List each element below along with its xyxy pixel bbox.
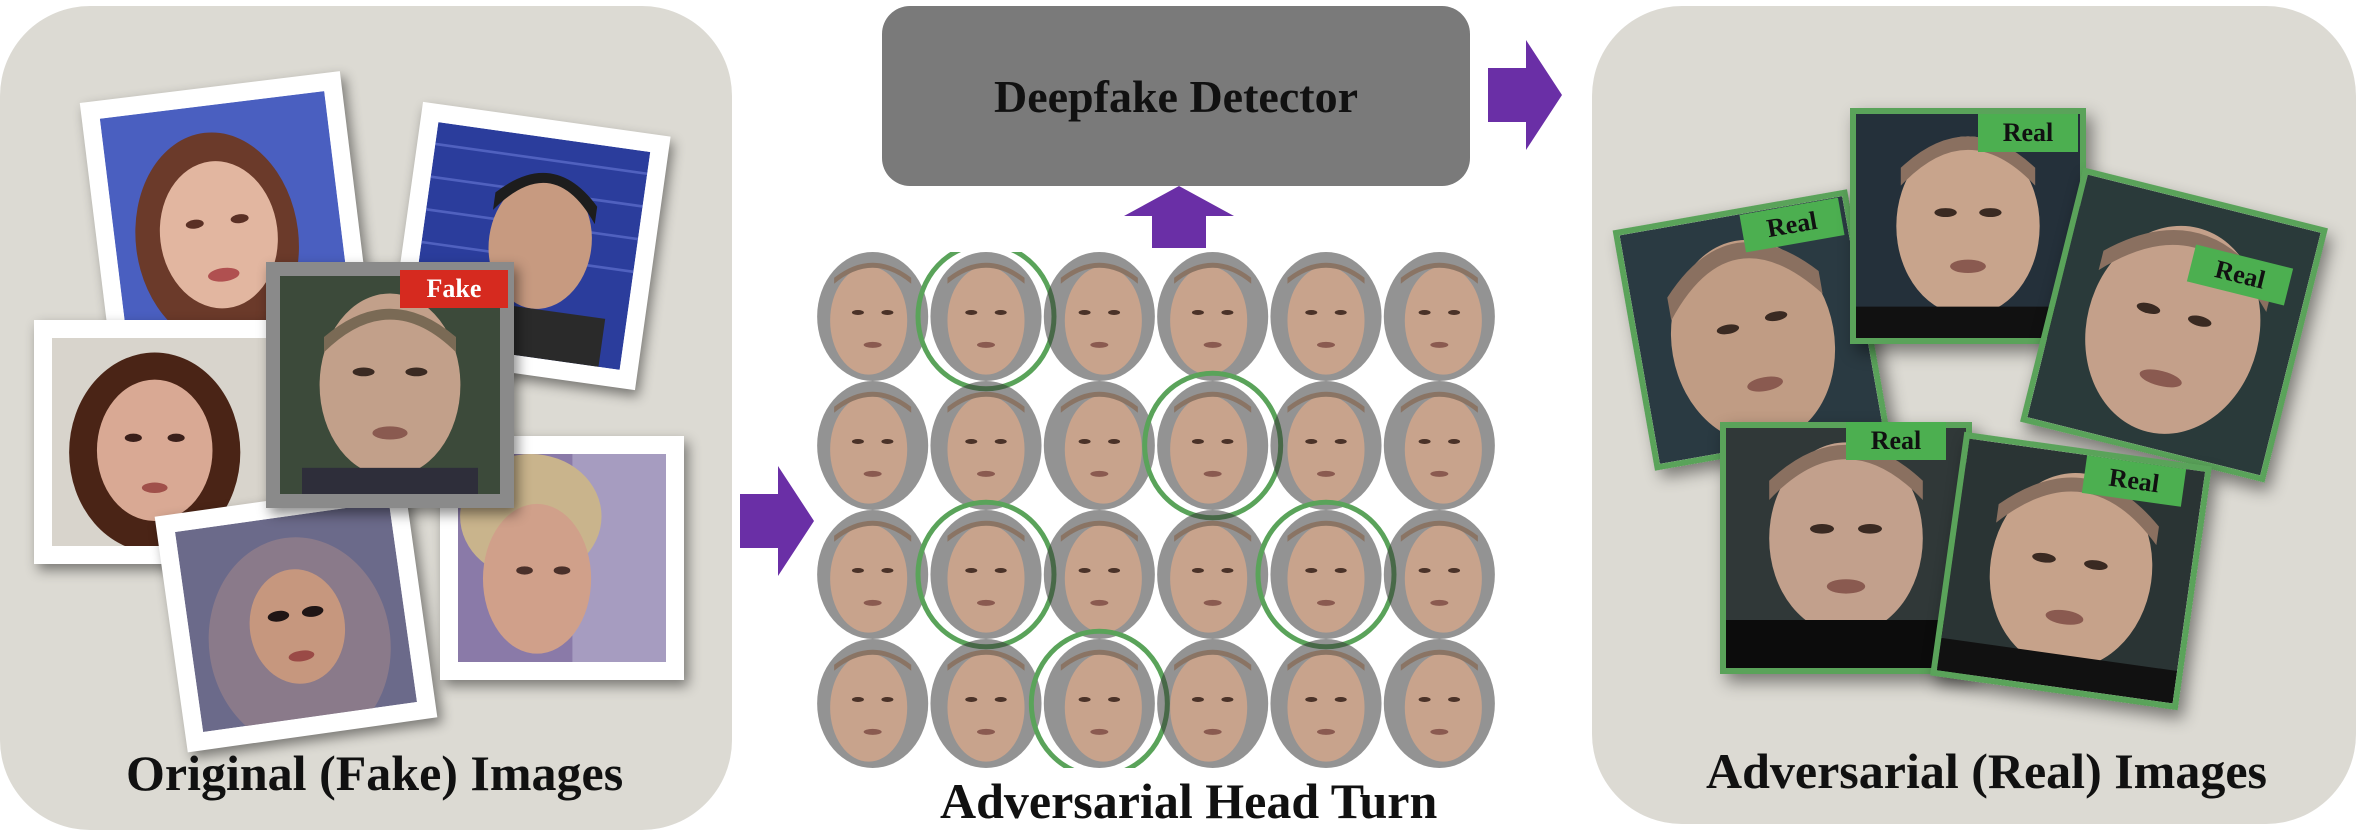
head-cell	[1157, 510, 1269, 639]
head-turn-grid	[817, 252, 1495, 768]
head-cell	[930, 381, 1042, 510]
real-tag-4: Real	[1846, 422, 1946, 460]
real-photo-1	[1612, 189, 1890, 471]
head-cell	[1270, 381, 1382, 510]
arrow-to-detector	[1124, 186, 1234, 248]
head-cell	[1043, 510, 1155, 639]
head-cell	[817, 510, 929, 639]
middle-caption: Adversarial Head Turn	[940, 773, 1438, 829]
fake-photo-5	[440, 436, 684, 680]
head-cell	[930, 510, 1042, 639]
head-cell	[817, 381, 929, 510]
head-cell	[1043, 639, 1155, 768]
head-cell	[1383, 252, 1495, 381]
head-cell	[1157, 639, 1269, 768]
head-cell	[817, 252, 929, 381]
arrow-to-results	[1488, 40, 1562, 150]
deepfake-detector-box: Deepfake Detector	[882, 6, 1470, 186]
right-caption: Adversarial (Real) Images	[1706, 743, 2267, 799]
fake-tag: Fake	[400, 270, 508, 308]
head-cell	[1043, 381, 1155, 510]
fake-photo-center	[266, 262, 514, 508]
head-cell	[1157, 252, 1269, 381]
head-cell	[930, 639, 1042, 768]
real-tag-2: Real	[1978, 114, 2078, 152]
fake-photo-4	[154, 481, 438, 753]
arrow-to-grid	[740, 466, 814, 576]
head-cell	[930, 252, 1042, 381]
head-cell	[1383, 639, 1495, 768]
head-cell	[1270, 639, 1382, 768]
left-caption: Original (Fake) Images	[126, 745, 624, 801]
head-cell	[817, 639, 929, 768]
head-cell	[1043, 252, 1155, 381]
head-cell	[1270, 252, 1382, 381]
detector-label: Deepfake Detector	[994, 70, 1358, 122]
head-cell	[1383, 510, 1495, 639]
head-cell	[1383, 381, 1495, 510]
real-photo-5	[1930, 431, 2212, 711]
head-cell	[1270, 510, 1382, 639]
head-cell	[1157, 381, 1269, 510]
